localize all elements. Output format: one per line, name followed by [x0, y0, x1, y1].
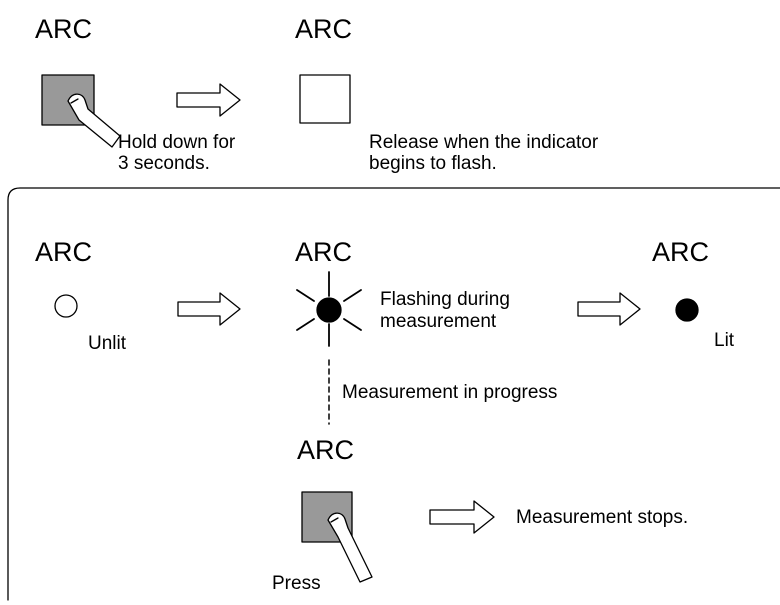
arc-label-lit: ARC — [652, 237, 710, 267]
press-caption: Press — [272, 573, 321, 594]
panel-frame — [7, 187, 780, 601]
indicator-flashing — [316, 297, 342, 323]
right-arrow-icon — [176, 83, 241, 117]
progress-note: Measurement in progress — [342, 382, 558, 403]
hold-caption-line1: Hold down for — [118, 132, 236, 153]
stop-result-caption: Measurement stops. — [516, 507, 689, 528]
arc-label-press: ARC — [35, 14, 93, 44]
right-arrow-icon — [577, 292, 641, 326]
flashing-caption-line2: measurement — [380, 311, 497, 332]
unlit-caption: Unlit — [88, 333, 127, 354]
flashing-caption-line1: Flashing during — [380, 289, 510, 310]
arc-key-released — [299, 74, 351, 124]
indicator-lit — [675, 298, 699, 322]
indicator-unlit — [54, 294, 78, 318]
lit-caption: Lit — [714, 330, 735, 351]
right-arrow-icon — [429, 500, 495, 534]
arc-label-flashing: ARC — [295, 237, 353, 267]
arc-label-stop: ARC — [297, 435, 355, 465]
right-arrow-icon — [177, 292, 241, 326]
arc-label-release: ARC — [295, 14, 353, 44]
finger-press-icon — [327, 512, 373, 583]
release-caption-line2: begins to flash. — [369, 153, 497, 174]
release-caption-line1: Release when the indicator — [369, 132, 599, 153]
finger-press-icon — [67, 93, 121, 148]
hold-caption-line2: 3 seconds. — [118, 153, 210, 174]
flash-rays-icon — [296, 271, 362, 347]
arc-label-unlit: ARC — [35, 237, 93, 267]
